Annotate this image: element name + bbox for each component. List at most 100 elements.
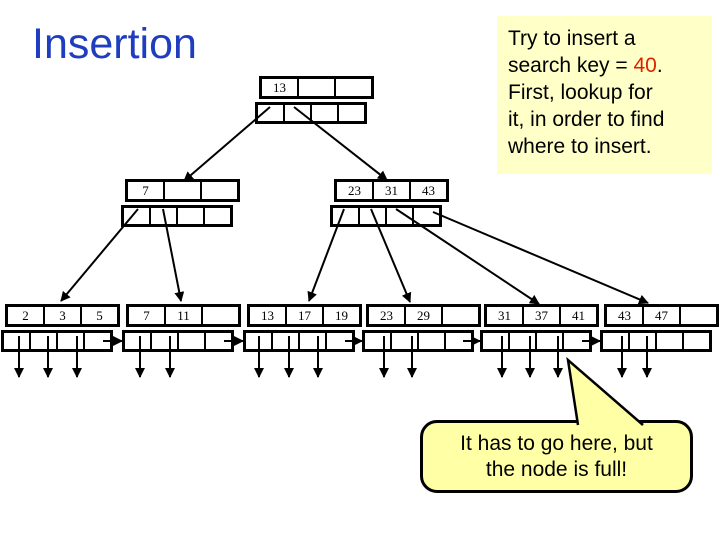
key-cell — [441, 307, 478, 324]
key-cell: 31 — [498, 307, 511, 323]
btree-node-leaf-23-29: 23 29 — [362, 304, 481, 352]
note-line: search key = 40. — [508, 52, 712, 79]
key-cell: 29 — [404, 307, 441, 324]
btree-node-internal-7: 7 — [121, 179, 240, 227]
pointer-cell — [682, 333, 709, 349]
pointer-cell — [176, 208, 203, 224]
key-cell: 23 — [380, 307, 393, 323]
note-line: First, lookup for — [508, 81, 653, 104]
pointer-row — [255, 102, 367, 124]
pointer-cell — [365, 333, 390, 349]
pointer-row — [122, 330, 234, 352]
bubble-text: It has to go here, but — [460, 432, 653, 455]
pointer-cell — [124, 208, 149, 224]
key-cell — [679, 307, 716, 324]
pointer-row — [1, 330, 113, 352]
key-cell — [201, 307, 238, 324]
btree-node-root: 13 — [255, 76, 374, 124]
note-box: Try to insert a search key = 40. First, … — [497, 16, 712, 174]
bubble-text: the node is full! — [485, 458, 628, 481]
key-row: 7 — [125, 179, 240, 202]
pointer-cell — [204, 333, 231, 349]
pointer-row — [362, 330, 474, 352]
key-cell: 5 — [80, 307, 117, 324]
pointer-cell — [337, 105, 364, 121]
pointer-cell — [246, 333, 271, 349]
note-line: Try to insert a — [508, 27, 636, 50]
pointer-cell — [29, 333, 56, 349]
pointer-cell — [385, 208, 412, 224]
key-cell: 43 — [618, 307, 631, 323]
tree-edge-arrow — [432, 211, 649, 305]
key-cell: 3 — [43, 307, 80, 324]
key-cell — [163, 182, 200, 199]
speech-bubble: It has to go here, but the node is full! — [420, 420, 693, 493]
pointer-cell — [603, 333, 628, 349]
note-text: search key = — [508, 54, 634, 77]
pointer-cell — [83, 333, 110, 349]
pointer-cell — [655, 333, 682, 349]
pointer-cell — [325, 333, 352, 349]
key-cell: 41 — [559, 307, 596, 324]
key-cell: 31 — [372, 182, 409, 199]
key-cell: 43 — [409, 182, 446, 199]
note-line: it, in order to find — [508, 108, 665, 131]
pointer-cell — [125, 333, 150, 349]
key-cell: 2 — [22, 307, 29, 323]
pointer-cell — [150, 333, 177, 349]
note-text: . — [656, 54, 663, 77]
pointer-cell — [56, 333, 83, 349]
key-cell: 13 — [273, 79, 286, 95]
pointer-cell — [508, 333, 535, 349]
key-cell: 7 — [142, 182, 149, 198]
key-cell: 13 — [261, 307, 274, 323]
note-line: where to insert. — [508, 135, 652, 158]
btree-node-leaf-43-47: 43 47 — [600, 304, 719, 352]
pointer-cell — [483, 333, 508, 349]
pointer-row — [600, 330, 712, 352]
note-search-key: 40 — [633, 54, 657, 77]
pointer-row — [243, 330, 355, 352]
pointer-cell — [271, 333, 298, 349]
key-cell: 17 — [285, 307, 322, 324]
key-row: 13 — [259, 76, 374, 99]
pointer-row — [330, 205, 442, 227]
pointer-cell — [333, 208, 358, 224]
pointer-cell — [4, 333, 29, 349]
key-cell: 23 — [348, 182, 361, 198]
pointer-cell — [417, 333, 444, 349]
pointer-row — [121, 205, 233, 227]
key-cell — [334, 79, 371, 96]
pointer-row — [480, 330, 592, 352]
pointer-cell — [149, 208, 176, 224]
pointer-cell — [412, 208, 439, 224]
pointer-cell — [258, 105, 283, 121]
key-cell — [200, 182, 237, 199]
pointer-cell — [535, 333, 562, 349]
key-cell — [297, 79, 334, 96]
slide-title: Insertion — [32, 20, 197, 68]
pointer-cell — [283, 105, 310, 121]
key-row: 43 47 — [604, 304, 719, 327]
key-cell: 19 — [322, 307, 359, 324]
pointer-cell — [444, 333, 471, 349]
pointer-cell — [358, 208, 385, 224]
key-cell: 47 — [642, 307, 679, 324]
pointer-cell — [628, 333, 655, 349]
key-cell: 11 — [164, 307, 201, 324]
key-row: 23 29 — [366, 304, 481, 327]
key-cell: 37 — [522, 307, 559, 324]
pointer-cell — [310, 105, 337, 121]
pointer-cell — [203, 208, 230, 224]
